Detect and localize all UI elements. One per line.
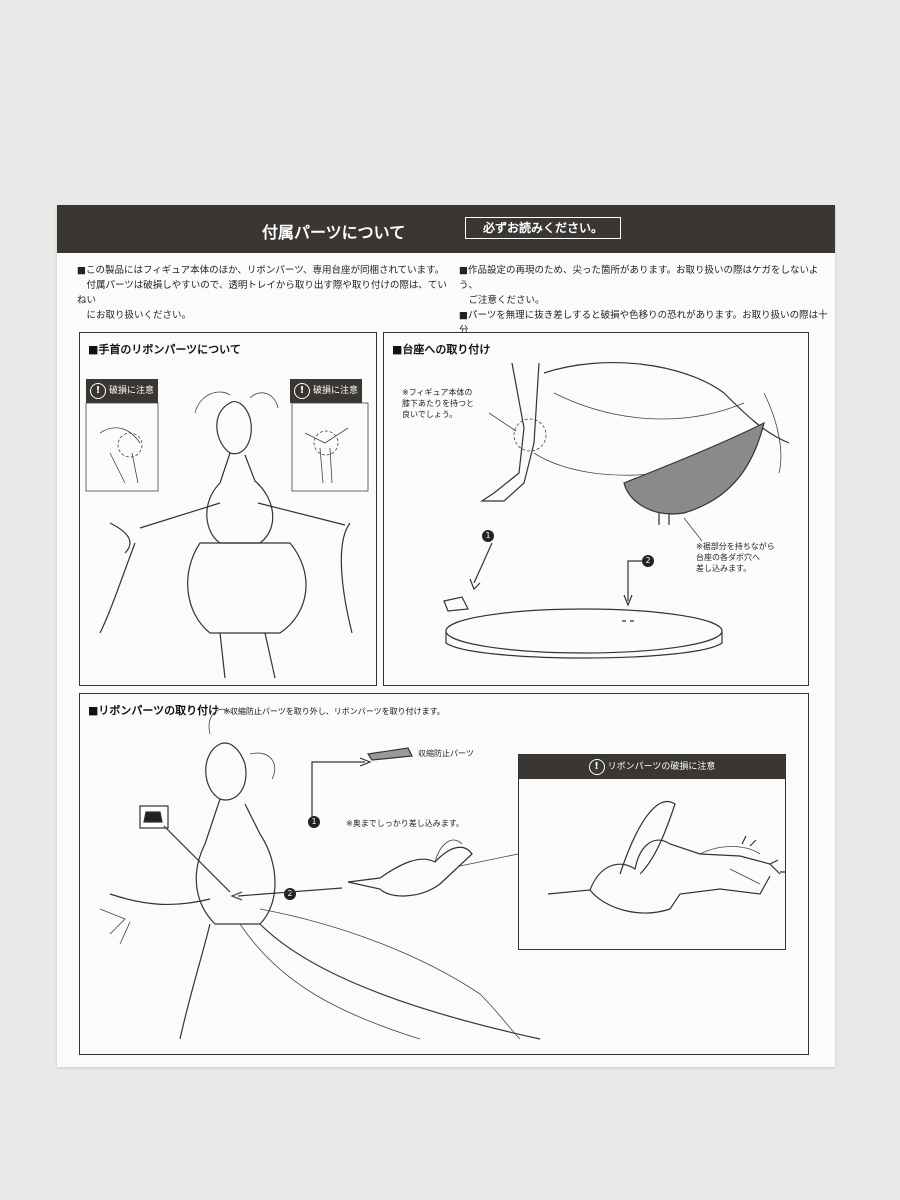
step-2-marker: 2 bbox=[284, 888, 296, 900]
guard-part-label: 収縮防止パーツ bbox=[418, 749, 474, 758]
warn-left-label: 破損に注意 bbox=[109, 386, 155, 396]
must-read-badge: 必ずお読みください。 bbox=[465, 217, 621, 239]
ribbon-attach-panel: ■リボンパーツの取り付け※収縮防止パーツを取り外し、リボンパーツを取り付けます。… bbox=[79, 693, 809, 1055]
step-1-marker: 1 bbox=[308, 816, 320, 828]
base-panel-title: ■台座への取り付け bbox=[392, 343, 491, 356]
warning-icon: ! bbox=[588, 759, 605, 775]
insert-deep-note: ※奥までしっかり差し込みます。 bbox=[346, 819, 464, 828]
hold-knee-note: ※フィギュア本体の 膝下あたりを持つと 良いでしょう。 bbox=[402, 388, 474, 419]
wrist-panel-title: ■手首のリボンパーツについて bbox=[88, 343, 241, 356]
warn-right-label: 破損に注意 bbox=[313, 386, 359, 396]
base-attach-panel: ■台座への取り付け ※フィギュア本体の 膝下あたりを持つと 良いでしょう。 ※裾… bbox=[383, 332, 809, 686]
ribbon-panel-subtitle: ※収縮防止パーツを取り外し、リボンパーツを取り付けます。 bbox=[223, 707, 445, 716]
warn-badge-left: ! 破損に注意 bbox=[86, 379, 159, 403]
ribbon-warn-badge: ! リボンパーツの破損に注意 bbox=[519, 755, 785, 779]
instruction-sheet: 付属パーツについて 必ずお読みください。 ■この製品にはフィギュア本体のほか、リ… bbox=[57, 205, 835, 1067]
ribbon-warn-label: リボンパーツの破損に注意 bbox=[607, 762, 716, 772]
warning-icon: ! bbox=[90, 383, 106, 399]
page-title: 付属パーツについて bbox=[262, 223, 406, 242]
warn-badge-right: ! 破損に注意 bbox=[290, 379, 363, 403]
ribbon-illustration bbox=[99, 708, 786, 1040]
wrist-illustration bbox=[85, 391, 369, 679]
header-bar: 付属パーツについて 必ずお読みください。 bbox=[57, 205, 835, 253]
ribbon-warn-box: ! リボンパーツの破損に注意 bbox=[518, 754, 786, 950]
intro-left: ■この製品にはフィギュア本体のほか、リボンパーツ、専用台座が同梱されています。 … bbox=[77, 265, 447, 321]
wrist-ribbon-panel: ■手首のリボンパーツについて ! 破損に注意 ! 破損に注意 bbox=[79, 332, 377, 686]
step-1-marker: 1 bbox=[482, 530, 494, 542]
ribbon-panel-title: ■リボンパーツの取り付け※収縮防止パーツを取り外し、リボンパーツを取り付けます。 bbox=[88, 702, 445, 718]
insert-pegs-note: ※裾部分を持ちながら 台座の各ダボ穴へ 差し込みます。 bbox=[696, 542, 775, 573]
step-2-marker: 2 bbox=[642, 555, 654, 567]
warning-icon: ! bbox=[294, 383, 310, 399]
ribbon-panel-heading: ■リボンパーツの取り付け bbox=[88, 704, 220, 717]
base-illustration bbox=[443, 361, 790, 659]
